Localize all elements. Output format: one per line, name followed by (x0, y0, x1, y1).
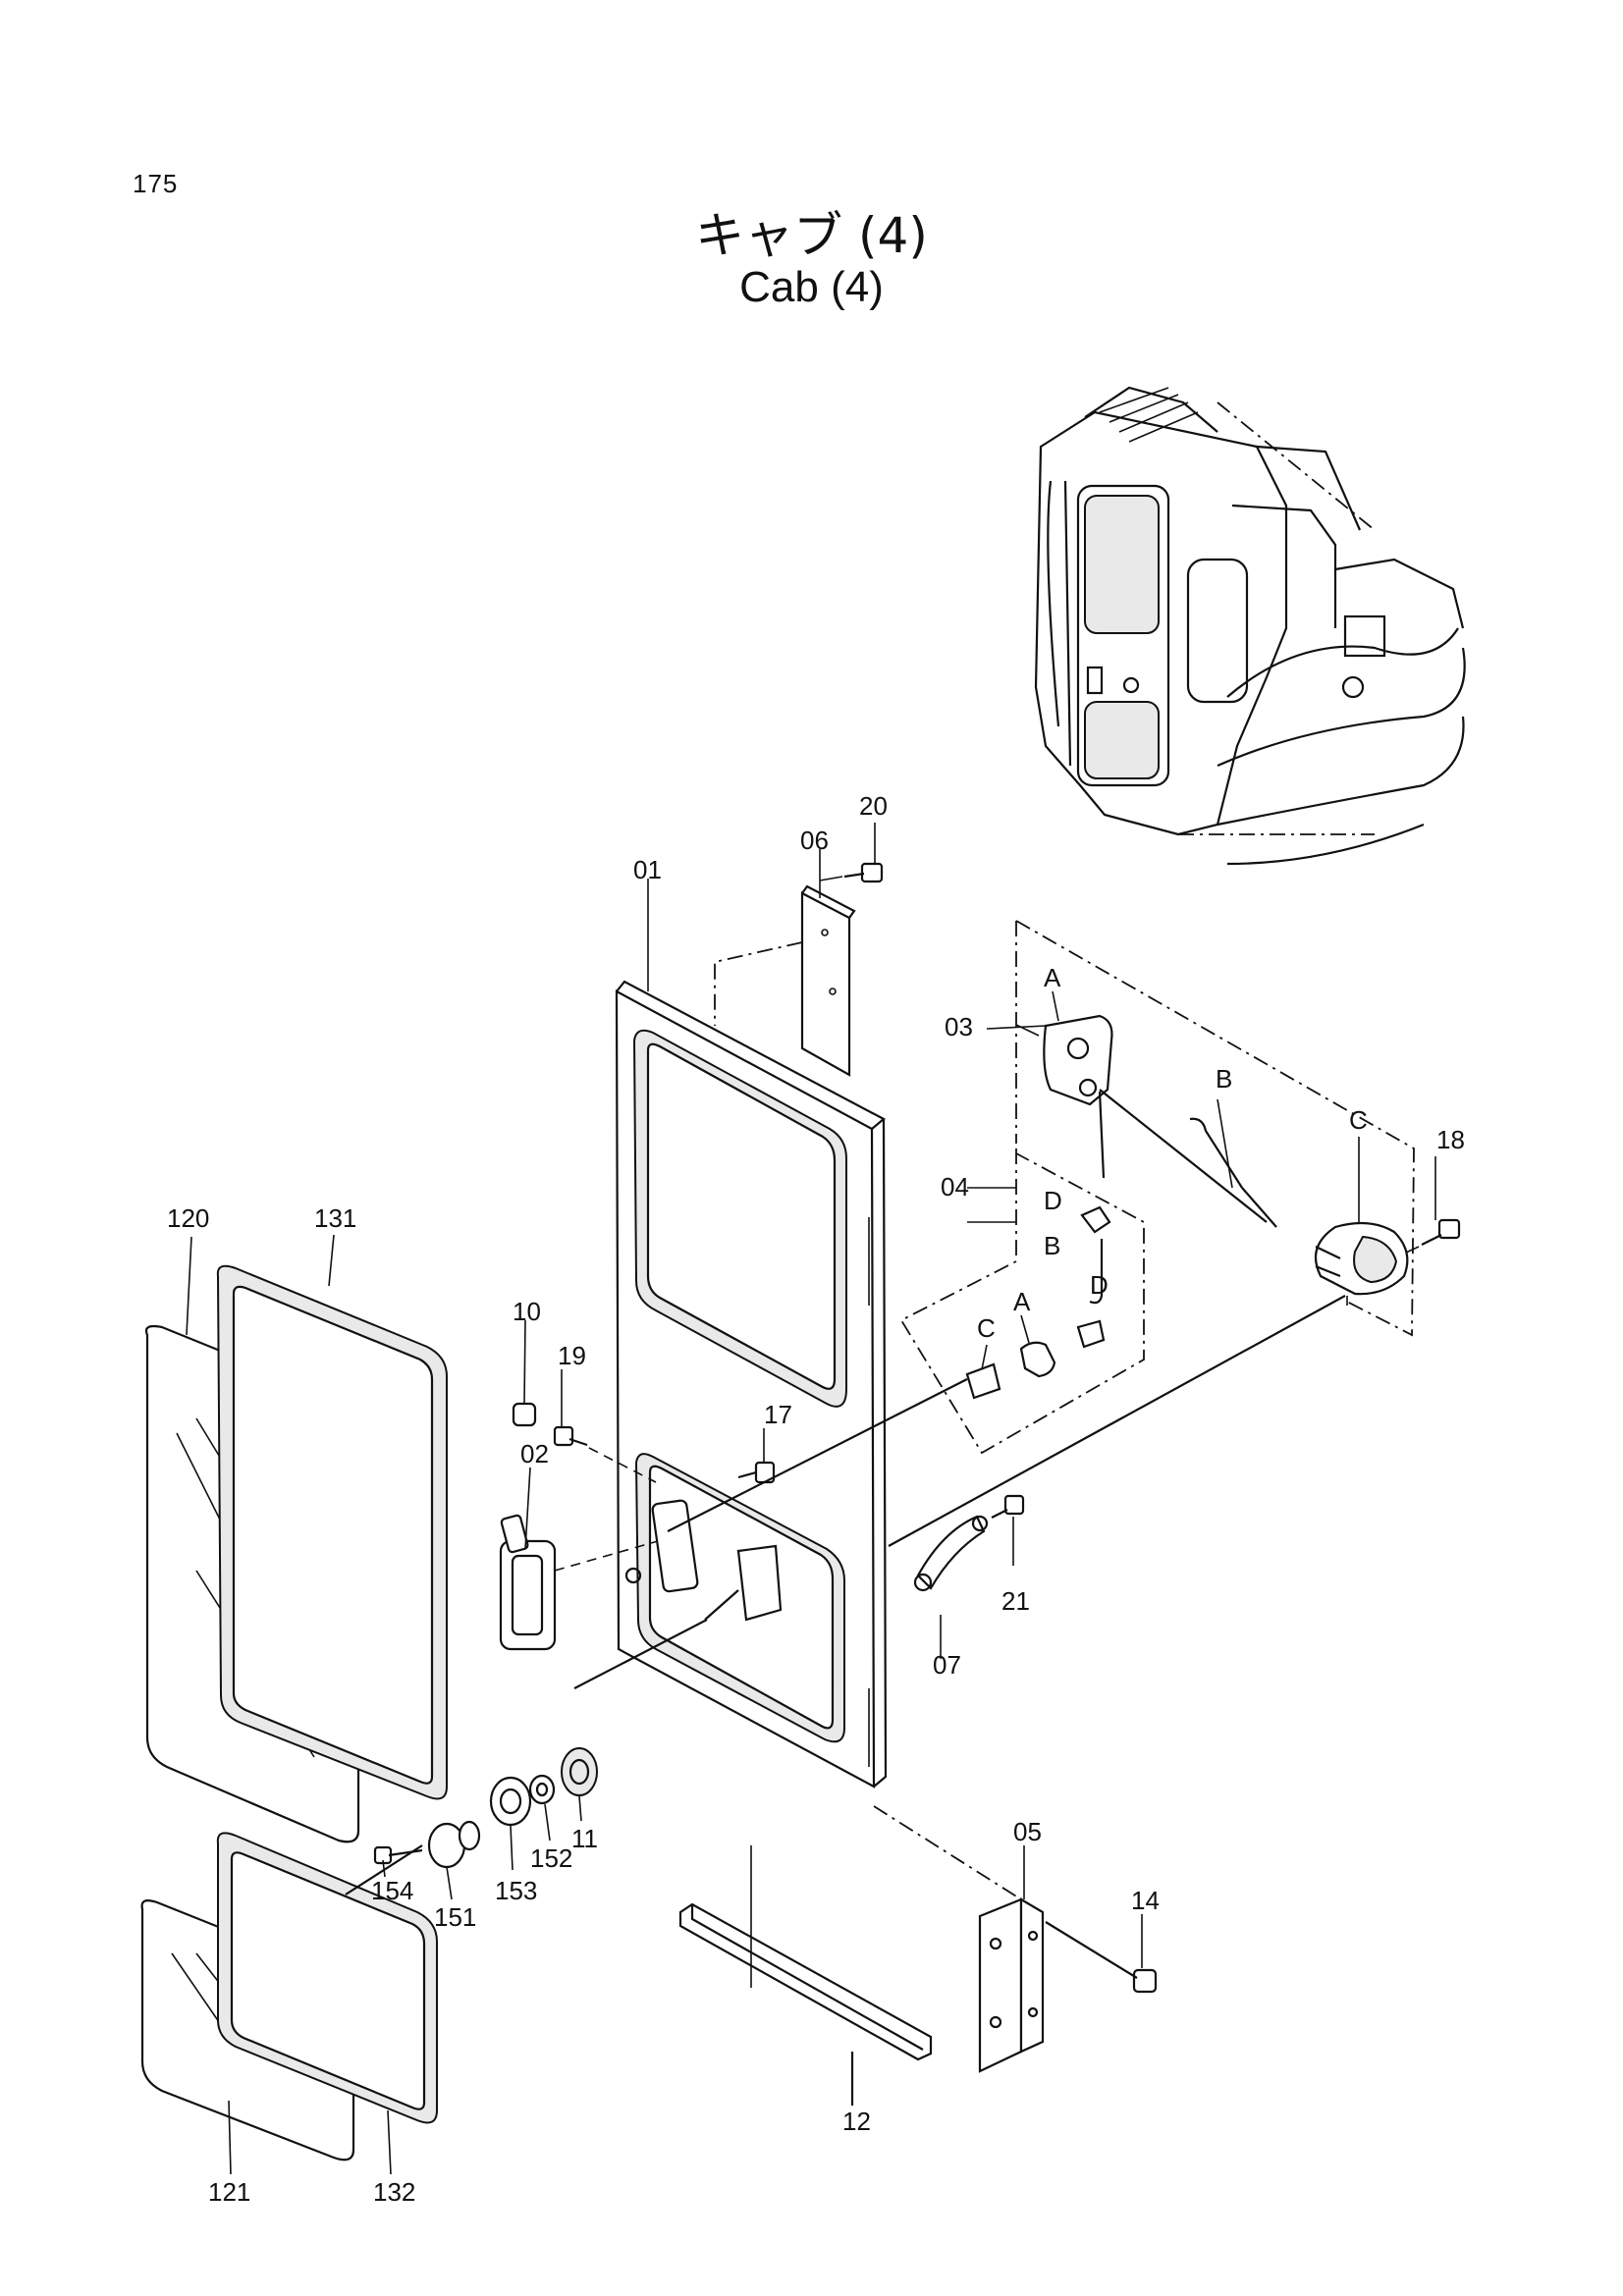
page-number: 175 (133, 169, 179, 198)
lock-kit-part-04 (899, 1148, 1145, 1455)
callout-154: 154 (371, 1876, 413, 1905)
nut-part-10 (512, 1402, 537, 1427)
callout-03: 03 (945, 1012, 973, 1041)
callout-A-lower: A (1013, 1287, 1031, 1316)
bolt-part-20 (819, 862, 884, 883)
bolt-part-154 (373, 1845, 423, 1865)
bolt-part-14 (1045, 1921, 1158, 1994)
callout-C-lower: C (977, 1313, 996, 1343)
callout-07: 07 (933, 1650, 961, 1680)
callout-06: 06 (800, 826, 829, 855)
callout-19: 19 (558, 1341, 586, 1370)
door-frame-part-01 (615, 980, 888, 1789)
washer-part-153 (489, 1776, 532, 1827)
callout-leaders (186, 823, 1436, 2175)
leader-lines (573, 1295, 1346, 1689)
title-english: Cab (4) (739, 263, 884, 311)
callout-D-upper: D (1044, 1186, 1062, 1215)
callout-21: 21 (1001, 1586, 1030, 1616)
callout-D-lower: D (1090, 1270, 1109, 1300)
cover-plate-part-06 (714, 884, 856, 1077)
callout-132: 132 (373, 2177, 415, 2207)
callout-120: 120 (167, 1203, 209, 1233)
weatherstrip-part-131 (216, 1264, 448, 1800)
callout-18: 18 (1436, 1125, 1465, 1154)
grip-handle-part-07 (913, 1515, 989, 1592)
bushing-part-11 (561, 1747, 598, 1796)
bolt-part-19 (553, 1425, 657, 1483)
washer-part-152 (528, 1774, 556, 1805)
callout-20: 20 (859, 791, 888, 821)
cab-overview-illustration (1034, 386, 1466, 866)
callout-04: 04 (941, 1172, 969, 1201)
callout-B-upper: B (1216, 1064, 1232, 1094)
rail-part-12 (678, 1845, 933, 2106)
knob-part-151 (427, 1820, 481, 1869)
callout-A-upper: A (1044, 963, 1061, 992)
callout-10: 10 (513, 1297, 541, 1326)
callout-152: 152 (530, 1843, 572, 1873)
hinge-part-05 (873, 1805, 1045, 2073)
callout-151: 151 (434, 1902, 476, 1932)
callout-153: 153 (495, 1876, 537, 1905)
callout-14: 14 (1131, 1886, 1160, 1915)
callout-121: 121 (208, 2177, 250, 2207)
callout-12: 12 (842, 2107, 871, 2136)
callout-01: 01 (633, 855, 662, 884)
callout-B-lower: B (1044, 1231, 1060, 1260)
callout-C-upper: C (1349, 1105, 1368, 1135)
bolt-part-18 (1405, 1218, 1461, 1254)
lock-assembly-part-03 (1015, 920, 1415, 1337)
callout-11: 11 (571, 1824, 598, 1853)
callout-17: 17 (764, 1400, 792, 1429)
bolt-part-21 (991, 1494, 1025, 1519)
callout-131: 131 (314, 1203, 356, 1233)
title-japanese: キャブ (4) (695, 207, 928, 264)
callout-05: 05 (1013, 1817, 1042, 1846)
weatherstrip-part-132 (216, 1832, 438, 2124)
callout-02: 02 (520, 1439, 549, 1468)
inside-handle-part-02 (499, 1514, 659, 1651)
